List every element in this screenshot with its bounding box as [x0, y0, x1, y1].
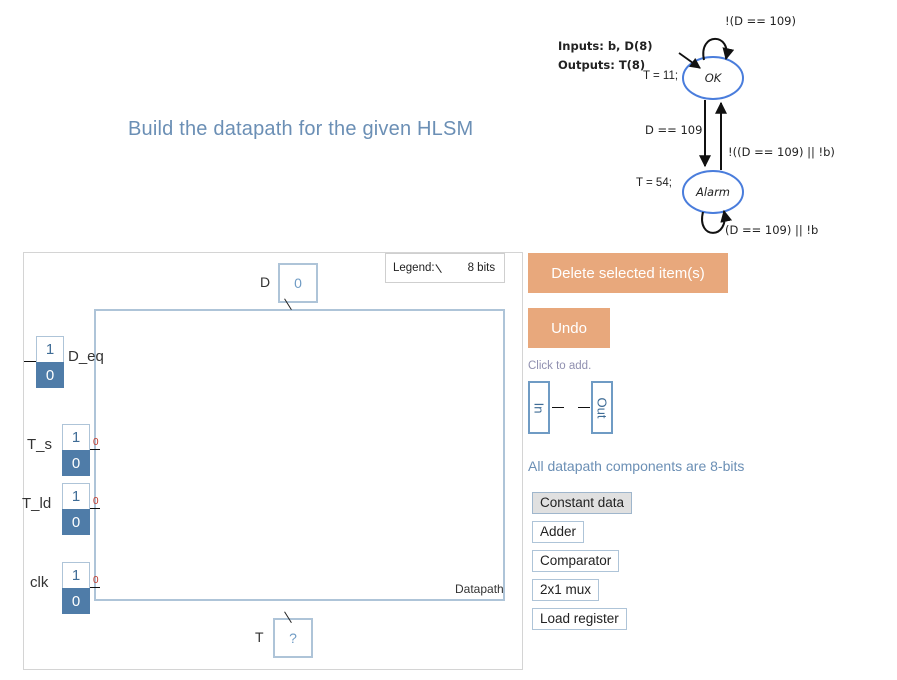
- self-loop-ok: [702, 37, 735, 61]
- toggle-clk[interactable]: clk 1 0 0: [30, 562, 100, 614]
- state-action-ok: T = 11;: [643, 70, 678, 82]
- toggle-d-eq-on[interactable]: 1: [36, 336, 64, 362]
- toggle-t-ld-on[interactable]: 1: [62, 483, 90, 509]
- io-component-palette[interactable]: In Out: [528, 381, 628, 436]
- component-button-constant-data[interactable]: Constant data: [532, 492, 633, 514]
- slash-icon: [440, 262, 454, 274]
- toggle-d-eq-label: D_eq: [68, 348, 104, 365]
- transition-label-alarm-self: (D == 109) || !b: [725, 223, 818, 237]
- wire-stub-d-eq: [24, 361, 36, 363]
- wire-value-t-ld: 0: [93, 496, 99, 507]
- toggle-clk-off[interactable]: 0: [62, 588, 90, 614]
- toggle-t-ld[interactable]: T_ld 1 0 0: [22, 483, 100, 535]
- toggle-t-s-off[interactable]: 0: [62, 450, 90, 476]
- delete-selected-button[interactable]: Delete selected item(s): [528, 253, 728, 293]
- toggle-t-ld-label: T_ld: [22, 495, 52, 512]
- legend-bits: 8 bits: [467, 262, 496, 274]
- port-t-label: T: [255, 629, 264, 645]
- in-component[interactable]: In: [528, 381, 550, 434]
- toggle-t-s-on[interactable]: 1: [62, 424, 90, 450]
- transition-label-ok-alarm: D == 109: [645, 123, 702, 137]
- in-component-wire: [552, 407, 564, 409]
- components-note: All datapath components are 8-bits: [528, 458, 745, 474]
- state-node-alarm: [682, 170, 744, 214]
- component-button-comparator[interactable]: Comparator: [532, 550, 620, 572]
- legend-prefix: Legend:: [393, 262, 435, 274]
- page-title: Build the datapath for the given HLSM: [128, 118, 474, 140]
- toggle-clk-on[interactable]: 1: [62, 562, 90, 588]
- port-d[interactable]: D 0: [260, 263, 318, 303]
- click-to-add-hint: Click to add.: [528, 360, 592, 372]
- bus-slash-icon-t: [289, 609, 305, 625]
- state-label-ok: OK: [705, 71, 723, 85]
- out-component[interactable]: Out: [591, 381, 613, 434]
- hlsm-state-diagram: OK Alarm Inputs: b, D(8) Outputs: T(8) T…: [540, 6, 897, 256]
- toggle-d-eq[interactable]: D_eq 1 0: [24, 336, 104, 388]
- wire-stub-t-ld: [90, 508, 100, 510]
- port-t[interactable]: T ?: [255, 618, 313, 658]
- state-label-alarm: Alarm: [695, 185, 730, 199]
- port-d-label: D: [260, 274, 271, 290]
- toggle-t-s[interactable]: T_s 1 0 0: [27, 424, 100, 476]
- toggle-t-s-label: T_s: [27, 436, 53, 453]
- transition-label-ok-self: !(D == 109): [725, 14, 796, 28]
- toggle-clk-label: clk: [30, 574, 49, 591]
- legend: Legend: 8 bits: [385, 253, 505, 283]
- wire-value-clk: 0: [93, 575, 99, 586]
- transition-label-alarm-ok: !((D == 109) || !b): [728, 145, 835, 159]
- hlsm-outputs-label: Outputs: T(8): [558, 58, 645, 72]
- component-button-2x1-mux[interactable]: 2x1 mux: [532, 579, 600, 601]
- wire-value-t-s: 0: [93, 437, 99, 448]
- undo-button[interactable]: Undo: [528, 308, 610, 348]
- state-action-alarm: T = 54;: [636, 177, 672, 189]
- wire-stub-clk: [90, 587, 100, 589]
- out-component-label: Out: [594, 397, 610, 418]
- component-button-adder[interactable]: Adder: [532, 521, 585, 543]
- hlsm-inputs-label: Inputs: b, D(8): [558, 39, 653, 53]
- self-loop-alarm: [701, 209, 733, 234]
- component-button-load-register[interactable]: Load register: [532, 608, 627, 630]
- toggle-t-ld-off[interactable]: 0: [62, 509, 90, 535]
- bus-slash-icon-d: [289, 296, 305, 312]
- datapath-region-label: Datapath: [455, 582, 504, 596]
- initial-arrow: [678, 52, 701, 69]
- out-component-wire: [578, 407, 590, 409]
- wire-stub-t-s: [90, 449, 100, 451]
- datapath-region[interactable]: [94, 309, 505, 601]
- in-component-label: In: [531, 402, 547, 413]
- toggle-d-eq-off[interactable]: 0: [36, 362, 64, 388]
